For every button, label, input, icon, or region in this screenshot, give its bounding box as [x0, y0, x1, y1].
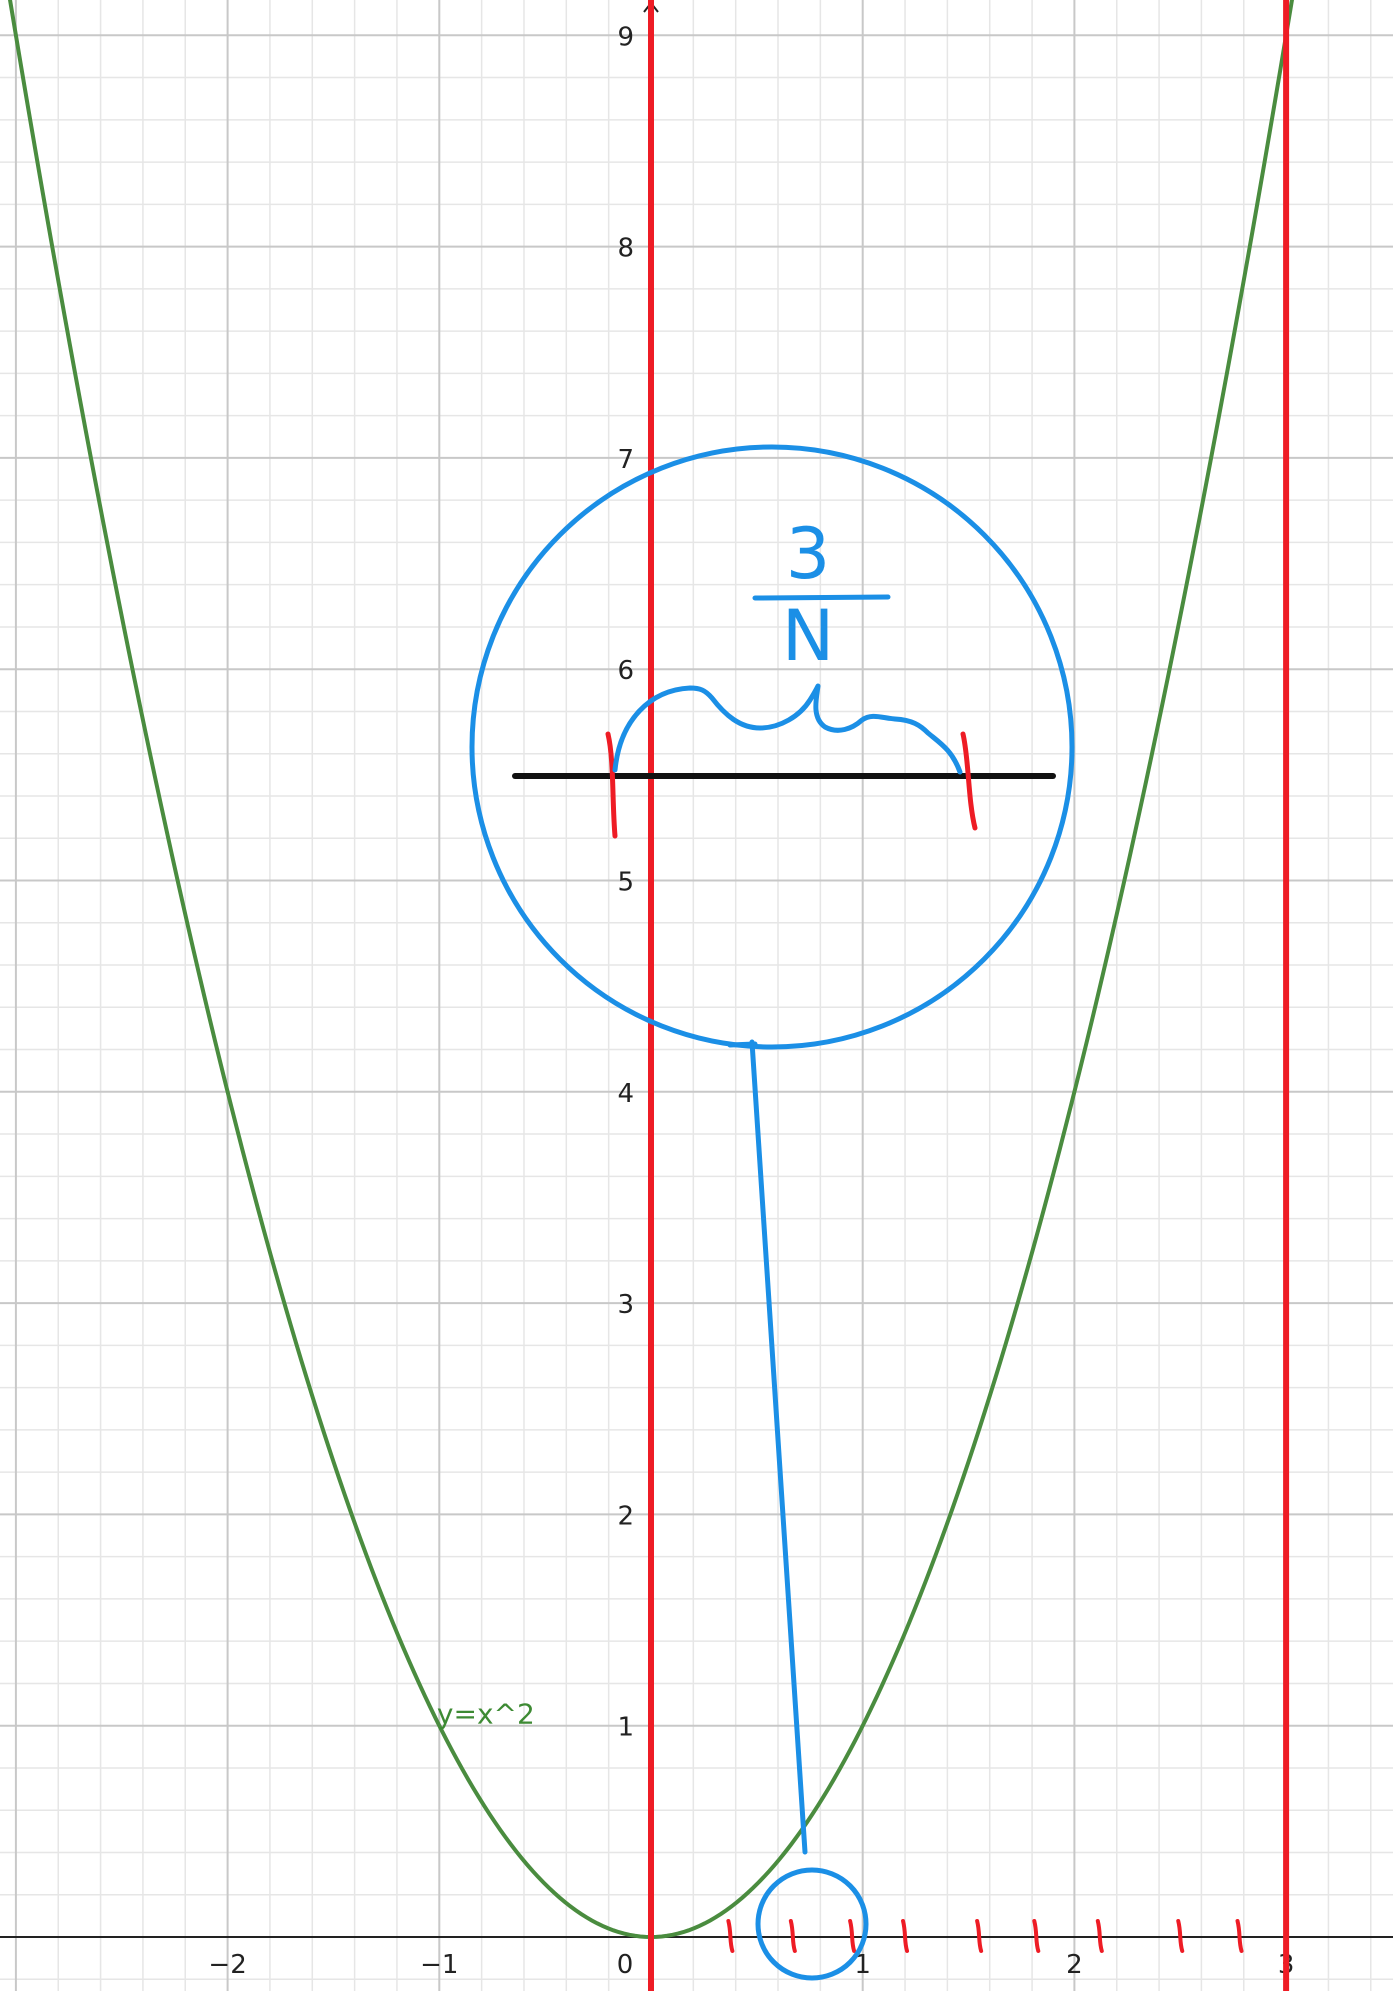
x-tick-label: 0	[617, 1950, 634, 1980]
y-tick-label: 1	[617, 1713, 634, 1743]
zoom-connector-line	[749, 1039, 808, 1855]
partition-marks	[726, 1919, 1244, 1953]
y-tick-label: 7	[617, 445, 634, 475]
vertical-lines	[648, 0, 1290, 1991]
y-tick-label: 3	[617, 1290, 634, 1320]
y-tick-label: 2	[617, 1501, 634, 1531]
partition-mark	[788, 1919, 797, 1953]
fraction-numerator: 3	[786, 513, 831, 595]
partition-mark	[1235, 1919, 1244, 1953]
x-tick-label: −2	[208, 1950, 246, 1980]
y-tick-label: 8	[617, 234, 634, 264]
zoom-left-bound-mark	[605, 731, 618, 839]
partition-mark	[975, 1919, 984, 1953]
y-tick-label: 9	[617, 22, 634, 52]
y-tick-label: 6	[617, 656, 634, 686]
fraction-bar	[752, 594, 891, 601]
partition-mark	[726, 1919, 735, 1953]
partition-mark	[1176, 1919, 1185, 1953]
fraction-denominator: N	[782, 595, 834, 677]
annotation-zoom: 3 N	[469, 444, 1075, 1981]
tick-labels: −2 −1 0 1 2 3 1 2 3 4 5 6 7 8 9	[208, 22, 1294, 1980]
zoom-large-circle	[469, 444, 1075, 1050]
y-tick-label: 4	[617, 1079, 634, 1109]
x-tick-label: 1	[854, 1950, 871, 1980]
zoom-right-bound-mark	[960, 731, 978, 831]
x-tick-label: 2	[1066, 1950, 1083, 1980]
partition-mark	[1032, 1919, 1041, 1953]
partition-mark	[1095, 1919, 1104, 1953]
zoom-small-circle	[755, 1867, 869, 1981]
partition-mark	[848, 1919, 857, 1953]
brace-icon	[612, 683, 963, 775]
y-tick-label: 5	[617, 868, 634, 898]
partition-mark	[901, 1919, 910, 1953]
series-label: y=x^2	[437, 1698, 535, 1731]
x-tick-label: −1	[420, 1950, 458, 1980]
